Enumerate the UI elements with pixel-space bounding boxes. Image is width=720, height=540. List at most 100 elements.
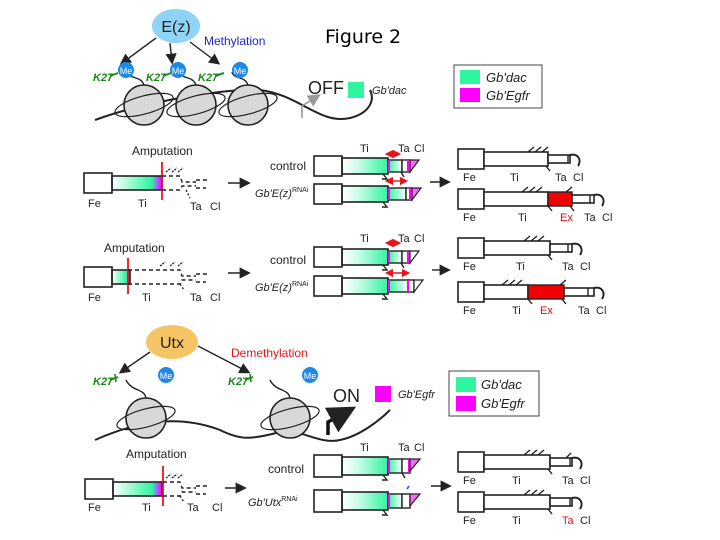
- methyl-group: [118, 62, 134, 78]
- promoter-off-arrow: [301, 94, 321, 118]
- fe-label: Fe: [463, 305, 476, 317]
- fe-label: Fe: [88, 502, 101, 514]
- ti-label: Ti: [142, 502, 151, 514]
- regenerated-leg-control: Fe Ti Ta Cl: [457, 449, 590, 487]
- missing-parts-outline: [162, 175, 210, 191]
- tibia-stump: [111, 175, 163, 191]
- ta-label: Ta: [398, 143, 411, 155]
- methyl-label: Me: [304, 371, 317, 381]
- femur-segment: [83, 172, 113, 194]
- regenerated-leg-rnai: Fe Ti Ex Ta Cl: [457, 279, 606, 317]
- extra-segment: [527, 284, 565, 300]
- extra-segment: [547, 191, 573, 207]
- methyl-group: [170, 62, 186, 78]
- methyl-group: [158, 367, 174, 383]
- ta-label: Ta: [555, 172, 568, 184]
- cl-label: Cl: [414, 143, 424, 155]
- ti-label: Ti: [360, 143, 369, 155]
- amputation-label: Amputation: [104, 241, 165, 255]
- ez-enzyme: [152, 9, 200, 43]
- ti-label: Ti: [512, 475, 521, 487]
- promoter-on-arrow: [324, 406, 357, 435]
- methyl-label: Me: [234, 66, 247, 76]
- ez-label: E(z): [161, 19, 190, 36]
- panel-ez-proximal-amputation: Amputation Fe Ti Ta Cl control Gb'E(z)RN…: [83, 233, 606, 317]
- tibia-stump: [111, 269, 131, 285]
- ex-label: Ex: [540, 305, 553, 317]
- panel-ez-distal-amputation: Amputation Fe Ti Ta Cl control Gb'E(z)RN…: [83, 143, 612, 224]
- tibia-stump: [112, 481, 163, 497]
- cl-label: Cl: [212, 502, 222, 514]
- cl-label: Cl: [210, 292, 220, 304]
- cl-label: Cl: [596, 305, 606, 317]
- nucleosome: K27 Me: [228, 367, 320, 439]
- state-off-label: OFF: [308, 78, 344, 98]
- methyl-group: [232, 62, 248, 78]
- nucleosome: K27 Me: [93, 367, 176, 439]
- fe-label: Fe: [463, 172, 476, 184]
- cl-label: Cl: [580, 261, 590, 273]
- gene-egfr-label: Gb'Egfr: [398, 389, 436, 401]
- amputation-label: Amputation: [132, 144, 193, 158]
- condition-rnai: Gb'E(z)RNAi: [255, 281, 309, 294]
- arrow: [197, 345, 251, 374]
- legend-swatch-dac: [456, 377, 476, 392]
- condition-rnai: Gb'E(z)RNAi: [255, 187, 309, 200]
- regenerating-leg-control: Ti Ta Cl: [313, 442, 424, 481]
- nucleosome: Me K27: [93, 62, 174, 126]
- condition-control: control: [270, 253, 306, 267]
- cl-label: Cl: [414, 442, 424, 454]
- condition-control: control: [268, 462, 304, 476]
- short-mark: [406, 485, 410, 490]
- k27-label: K27: [198, 72, 219, 84]
- ti-label: Ti: [360, 233, 369, 245]
- ti-label: Ti: [518, 212, 527, 224]
- fe-label: Fe: [88, 198, 101, 210]
- legend-swatch-dac: [460, 70, 480, 84]
- k27-label: K27: [93, 72, 114, 84]
- ta-label: Ta: [187, 502, 200, 514]
- regenerated-leg-control: Fe Ti Ta Cl: [457, 235, 590, 273]
- regenerating-leg-rnai: [313, 176, 423, 208]
- cl-label: Cl: [414, 233, 424, 245]
- methylation-label: Methylation: [204, 34, 265, 48]
- ex-label: Ex: [560, 212, 573, 224]
- cl-label: Cl: [210, 201, 220, 213]
- panel-methylation: E(z) Methylation Me K27 Me K27: [93, 9, 407, 126]
- ti-label: Ti: [360, 442, 369, 454]
- cl-label: Cl: [580, 475, 590, 487]
- legend-label-dac: Gb'dac: [481, 377, 522, 392]
- arrow: [165, 42, 177, 65]
- legend-swatch-egfr: [460, 88, 480, 102]
- ti-label: Ti: [516, 261, 525, 273]
- regenerating-leg-control: Ti Ta Cl: [313, 233, 424, 271]
- regenerated-leg-rnai: Fe Ti Ex Ta Cl: [457, 186, 612, 224]
- legend-top: Gb'dac Gb'Egfr: [453, 64, 543, 109]
- methyl-label: Me: [172, 66, 185, 76]
- gene-dac-box: [348, 82, 364, 98]
- demethylation-label: Demethylation: [231, 346, 308, 360]
- regenerating-leg-rnai: [313, 485, 422, 516]
- state-on-label: ON: [333, 386, 360, 406]
- ti-label: Ti: [510, 172, 519, 184]
- legend-label-dac: Gb'dac: [486, 70, 527, 85]
- legend-swatch-egfr: [456, 396, 476, 411]
- regenerating-leg-rnai: [313, 268, 425, 300]
- ta-label: Ta: [578, 305, 591, 317]
- ti-label: Ti: [142, 292, 151, 304]
- methyl-group: [302, 367, 318, 383]
- cl-label: Cl: [602, 212, 612, 224]
- gene-dac-label: Gb'dac: [372, 85, 407, 97]
- ta-label: Ta: [190, 292, 203, 304]
- ta-label-highlighted: Ta: [562, 515, 575, 527]
- k27-label: K27: [93, 376, 114, 388]
- ta-label: Ta: [562, 475, 575, 487]
- ti-label: Ti: [512, 515, 521, 527]
- arrow: [118, 351, 151, 374]
- k27-label: K27: [146, 72, 167, 84]
- ti-label: Ti: [512, 305, 521, 317]
- panel-demethylation: Utx Demethylation K27 Me K27 Me ON: [93, 325, 436, 442]
- ta-label: Ta: [190, 201, 203, 213]
- utx-label: Utx: [160, 335, 184, 352]
